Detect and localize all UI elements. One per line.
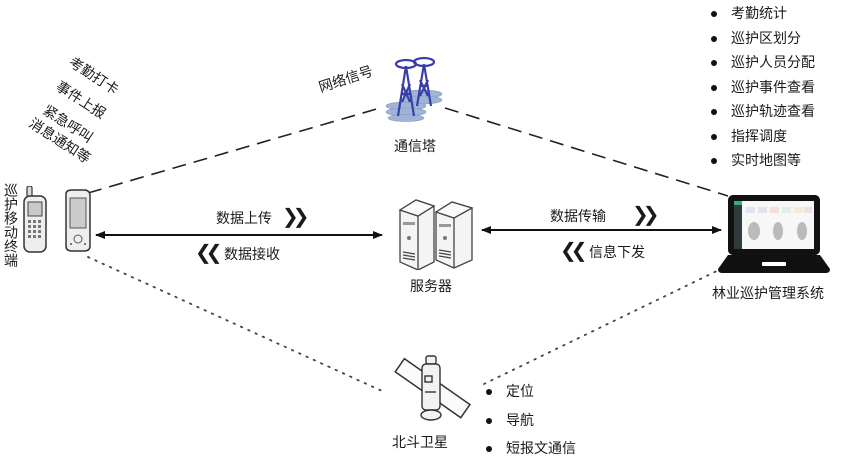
double-chevron-left-icon: ❮❮ <box>195 240 222 264</box>
bullet-icon <box>711 84 717 91</box>
data-receive-label: 数据接收 <box>224 247 280 263</box>
bullet-icon <box>486 417 492 424</box>
double-chevron-right-icon: ❯❯ <box>282 204 309 228</box>
system-feature-item: 巡护轨迹查看 <box>709 100 815 125</box>
satellite-line-system <box>483 267 724 385</box>
system-feature-item: 巡护区划分 <box>709 27 815 52</box>
satellite-feature-item: 导航 <box>484 409 576 434</box>
signal-line-mobile-tower <box>87 107 381 194</box>
system-label: 林业巡护管理系统 <box>712 286 824 302</box>
communication-tower-icon <box>385 56 443 122</box>
info-dispatch-label: 信息下发 <box>589 245 645 261</box>
bullet-icon <box>711 109 717 115</box>
data-upload-label: 数据上传 <box>216 211 272 227</box>
bullet-icon <box>711 133 717 140</box>
bullet-icon <box>711 60 717 66</box>
satellite-icon <box>394 355 471 421</box>
mobile-terminal-label: 巡护移动终端 <box>2 183 18 267</box>
satellite-line-mobile <box>87 256 383 392</box>
mobile-devices <box>23 186 91 253</box>
data-transfer-label: 数据传输 <box>550 209 606 225</box>
bullet-icon <box>711 11 717 17</box>
bullet-icon <box>711 35 717 42</box>
bullet-icon <box>711 158 717 164</box>
system-feature-item: 巡护人员分配 <box>709 51 815 76</box>
satellite-feature-item: 定位 <box>484 380 576 405</box>
bullet-icon <box>486 389 492 395</box>
satellite-feature-item: 短报文通信 <box>484 437 576 462</box>
satellite-label: 北斗卫星 <box>392 435 448 451</box>
bullet-icon <box>486 446 492 452</box>
double-chevron-left-icon: ❮❮ <box>560 238 587 262</box>
system-feature-list: 考勤统计 巡护区划分 巡护人员分配 巡护事件查看 巡护轨迹查看 指挥调度 实时地… <box>709 2 815 174</box>
double-chevron-right-icon: ❯❯ <box>632 202 659 226</box>
system-feature-item: 考勤统计 <box>709 2 815 27</box>
server-icon <box>398 199 474 270</box>
signal-line-tower-system <box>444 107 729 197</box>
smartphone-icon <box>65 189 91 252</box>
feature-phone-icon <box>23 186 47 253</box>
server-label: 服务器 <box>410 279 452 295</box>
laptop-icon <box>718 195 830 273</box>
system-feature-item: 指挥调度 <box>709 125 815 150</box>
tower-label: 通信塔 <box>394 139 436 155</box>
satellite-feature-list: 定位 导航 短报文通信 <box>484 380 576 462</box>
system-feature-item: 巡护事件查看 <box>709 76 815 101</box>
system-feature-item: 实时地图等 <box>709 149 815 174</box>
